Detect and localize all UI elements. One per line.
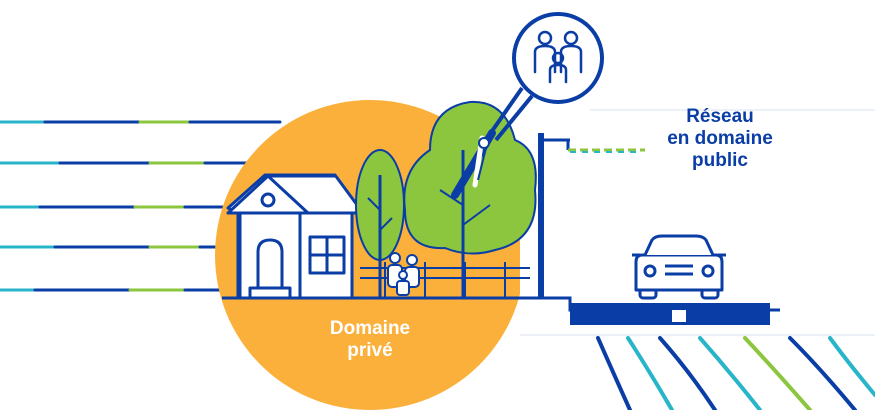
- public-network-label: Réseau en domaine public: [640, 106, 800, 172]
- family-magnifier-icon: [512, 12, 604, 104]
- public-network-label-line1: Réseau: [686, 106, 754, 127]
- private-domain-label-line1: Domaine: [329, 318, 411, 339]
- private-domain-label: Domaine privé: [290, 318, 450, 362]
- bottom-network-lines: [596, 336, 875, 410]
- road: [522, 296, 780, 325]
- public-network-label-line2: en domaine: [667, 127, 773, 149]
- car-icon: [632, 234, 726, 300]
- house-icon: [226, 173, 365, 300]
- pruning-shears-icon: [451, 86, 534, 199]
- family-icon: [387, 252, 420, 296]
- public-network-label-line3: public: [692, 149, 748, 171]
- tree-icon: [355, 149, 405, 298]
- left-network-lines: [0, 120, 282, 292]
- utility-pole-icon: [538, 133, 645, 298]
- private-domain-label-line2: privé: [347, 339, 393, 361]
- public-domain-panel: [520, 110, 875, 335]
